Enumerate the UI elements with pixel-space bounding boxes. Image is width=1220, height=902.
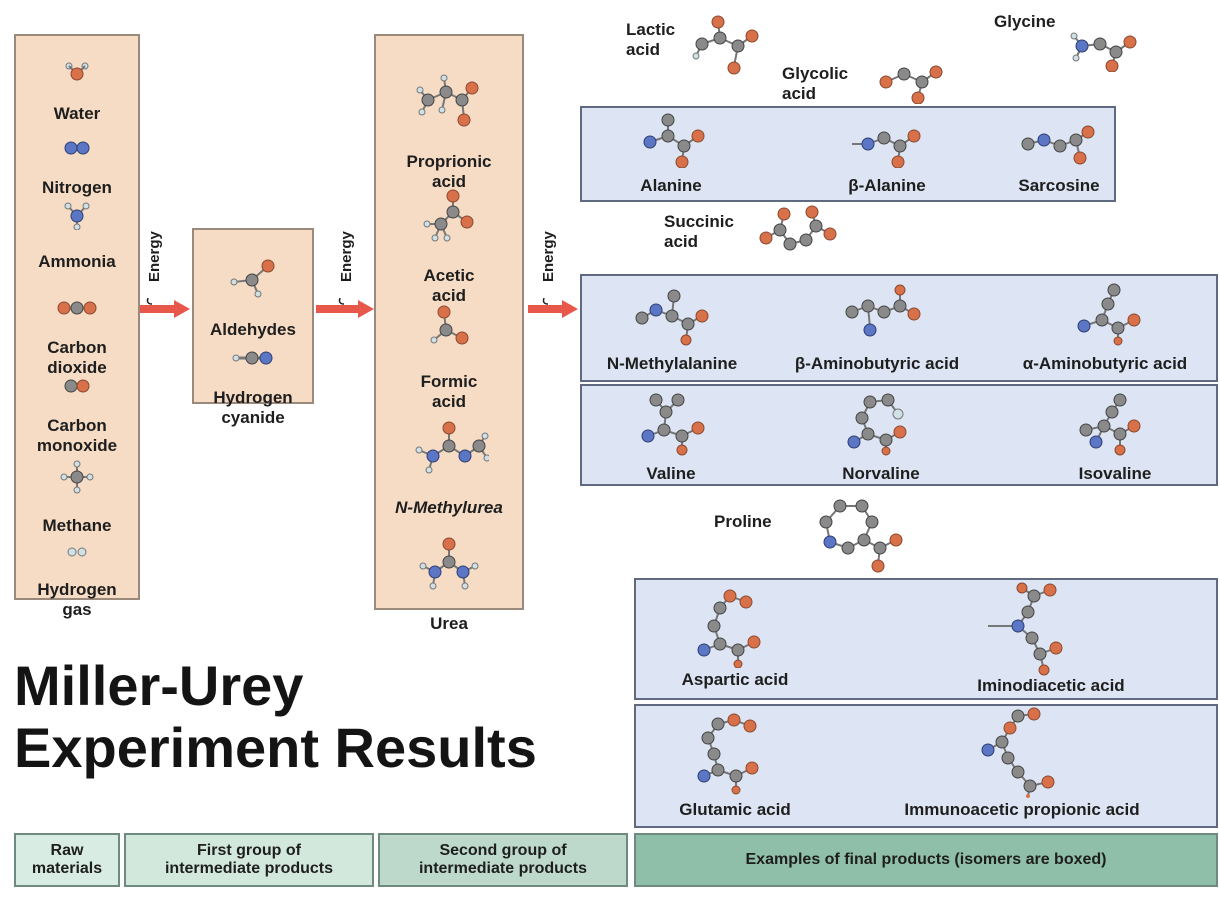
final-isovaline-label: Isovaline (1078, 464, 1152, 483)
glutamic-acid-molecule-icon (697, 713, 759, 795)
second-item-label: Formic acid (420, 372, 478, 411)
alanine-molecule-icon (643, 113, 705, 168)
energy-label-3: Energy (540, 231, 557, 282)
energy-label-1: Energy (146, 231, 163, 282)
first-intermediate-panel (192, 228, 314, 404)
final-proline-label: Proline (714, 512, 772, 531)
final-glutamic-acid-label: Glutamic acid (679, 800, 791, 819)
ammonia-molecule-icon (64, 202, 90, 230)
legend-first-group: First group of intermediate products (124, 833, 374, 887)
first-item-label: Aldehydes (210, 320, 296, 339)
aldehyde-molecule-icon (230, 259, 275, 298)
raw-item-label: Carbon monoxide (36, 416, 118, 455)
n-methylalanine-molecule-icon (635, 289, 709, 346)
sarcosine-molecule-icon (1021, 125, 1095, 165)
final-alanine-label: Alanine (640, 176, 702, 195)
final-iminodiacetic-acid-label: Iminodiacetic acid (977, 676, 1125, 695)
raw-item-hydrogen: Hydrogen gas (14, 526, 140, 620)
raw-item-label: Carbon dioxide (47, 338, 107, 377)
hydrogen-molecule-icon (67, 547, 87, 557)
acetic-acid-molecule-icon (423, 189, 474, 242)
iminodiacetic-acid-molecule-icon (988, 582, 1063, 676)
second-item-proprionic-acid: Proprionic acid (374, 50, 524, 192)
first-item-aldehydes: Aldehydes (192, 236, 314, 340)
glycolic-acid-molecule-icon (879, 65, 943, 104)
glycine-molecule-icon (1070, 32, 1137, 72)
raw-item-label: Ammonia (38, 252, 116, 271)
second-item-label: Acetic acid (423, 266, 475, 305)
final-valine-label: Valine (646, 464, 696, 483)
final-norvaline-label: Norvaline (842, 464, 920, 483)
beta-alanine-molecule-icon (852, 129, 921, 168)
reaction-arrow-icon (528, 298, 578, 318)
raw-item-water: Water (14, 40, 140, 124)
raw-item-carbon-monoxide: Carbon monoxide (14, 358, 140, 456)
beta-aminobutyric-acid-molecule-icon (845, 284, 921, 337)
first-item-label: Hydrogen cyanide (213, 388, 293, 427)
energy-label-2: Energy (338, 231, 355, 282)
proline-molecule-icon (819, 499, 903, 573)
urea-molecule-icon (419, 537, 479, 590)
second-intermediate-panel (374, 34, 524, 610)
carbon-dioxide-molecule-icon (57, 301, 97, 315)
proprionic-acid-molecule-icon (416, 74, 479, 127)
second-item-urea: Urea (374, 514, 524, 634)
final-immunoacetic-propionic-acid-label: Immunoacetic propionic acid (904, 800, 1140, 819)
hydrogen-cyanide-molecule-icon (232, 351, 273, 365)
reaction-arrow-icon (316, 298, 374, 318)
second-item-acetic-acid: Acetic acid (374, 168, 524, 306)
reaction-arrow-icon (140, 298, 190, 318)
final-beta-aminobutyric-acid-label: β-Aminobutyric acid (794, 354, 960, 373)
alpha-aminobutyric-acid-molecule-icon (1077, 283, 1141, 346)
n-methylurea-molecule-icon (415, 421, 489, 474)
final-alpha-aminobutyric-acid-label: α-Aminobutyric acid (1022, 354, 1188, 373)
page-title: Miller-Urey Experiment Results (14, 654, 537, 779)
final-aspartic-acid-label: Aspartic acid (681, 670, 789, 689)
raw-materials-panel (14, 34, 140, 600)
lactic-acid-molecule-icon (692, 15, 759, 75)
legend-second-group: Second group of intermediate products (378, 833, 628, 887)
final-n-methylalanine-label: N-Methylalanine (606, 354, 738, 373)
final-succinic-acid-label: Succinic acid (664, 212, 734, 251)
nitrogen-molecule-icon (64, 141, 90, 155)
second-item-formic-acid: Formic acid (374, 282, 524, 412)
raw-item-label: Water (53, 104, 101, 123)
carbon-monoxide-molecule-icon (64, 379, 90, 393)
final-sarcosine-label: Sarcosine (1018, 176, 1100, 195)
raw-item-methane: Methane (14, 440, 140, 536)
valine-molecule-icon (641, 393, 705, 456)
succinic-acid-molecule-icon (759, 205, 837, 251)
isovaline-molecule-icon (1079, 393, 1141, 456)
second-item-label: Proprionic acid (406, 152, 492, 191)
raw-item-label: Hydrogen gas (37, 580, 117, 619)
raw-item-label: Methane (42, 516, 112, 535)
raw-item-carbon-dioxide: Carbon dioxide (14, 280, 140, 378)
first-item-hydrogen-cyanide: Hydrogen cyanide (192, 330, 314, 428)
final-beta-alanine-label: β-Alanine (848, 176, 926, 195)
final-glycolic-acid-label: Glycolic acid (782, 64, 849, 103)
second-item-label: Urea (430, 614, 468, 633)
immunoacetic-propionic-acid-molecule-icon (981, 707, 1055, 798)
legend-raw-materials: Raw materials (14, 833, 120, 887)
raw-item-ammonia: Ammonia (14, 182, 140, 272)
legend-final-products: Examples of final products (isomers are … (634, 833, 1218, 887)
methane-molecule-icon (60, 460, 94, 494)
final-lactic-acid-label: Lactic acid (626, 20, 676, 59)
water-molecule-icon (65, 62, 89, 81)
raw-item-nitrogen: Nitrogen (14, 120, 140, 198)
aspartic-acid-molecule-icon (697, 589, 761, 668)
second-item-label: N-Methylurea (395, 498, 503, 517)
norvaline-molecule-icon (847, 393, 907, 456)
raw-item-label: Nitrogen (42, 178, 112, 197)
formic-acid-molecule-icon (430, 305, 469, 345)
final-glycine-label: Glycine (994, 12, 1056, 31)
second-item-n-methylurea: N-Methylurea (374, 396, 524, 518)
